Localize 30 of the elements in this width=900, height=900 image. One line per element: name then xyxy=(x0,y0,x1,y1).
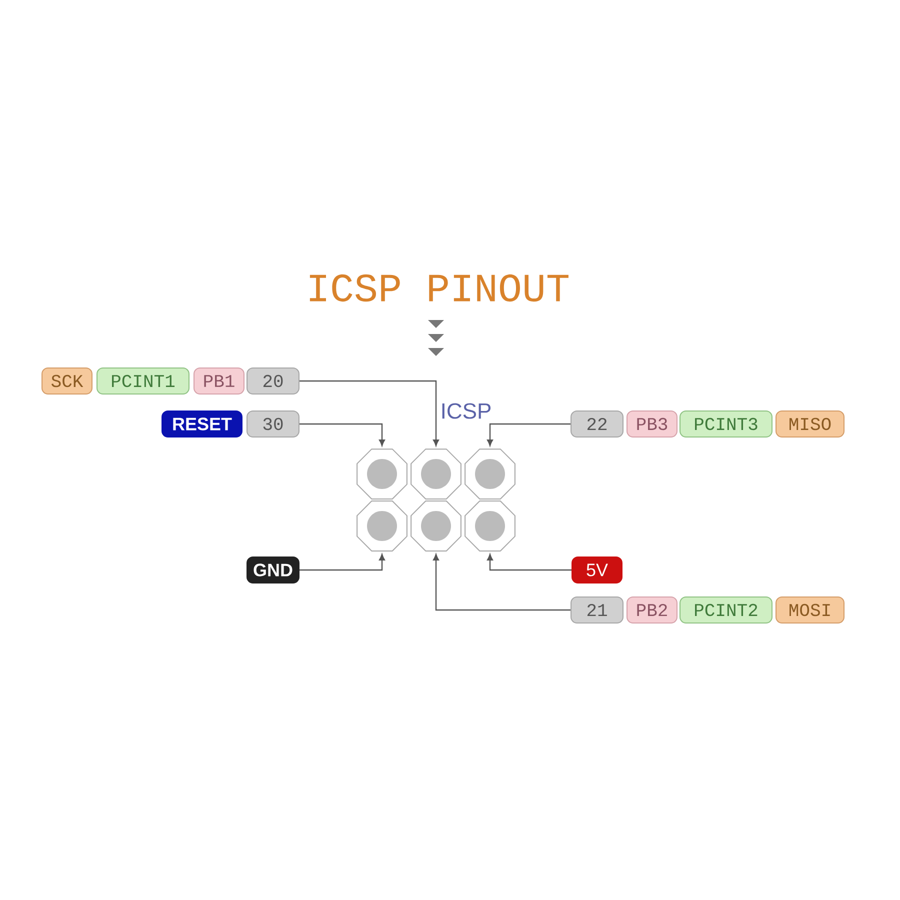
pin-pad xyxy=(464,500,516,552)
pin-pad xyxy=(464,448,516,500)
connector-line xyxy=(300,554,385,571)
pin-pad xyxy=(410,448,462,500)
connector-line xyxy=(487,554,572,571)
pill-label: PB1 xyxy=(194,368,244,394)
connector-line xyxy=(300,380,439,446)
pill-label: PCINT1 xyxy=(96,368,190,394)
pin-number-label: 22 xyxy=(570,410,624,438)
pin-label: 5V xyxy=(572,556,622,584)
pill-label: SCK xyxy=(42,368,92,394)
pin-label: RESET xyxy=(162,410,242,438)
pin-number-label: 30 xyxy=(246,410,300,438)
pill-label: MISO xyxy=(776,410,844,438)
pill-label: PCINT2 xyxy=(680,596,772,624)
pin-pad xyxy=(410,500,462,552)
pill-label: MOSI xyxy=(776,596,844,624)
connector-line xyxy=(487,423,570,446)
pill-label: PB2 xyxy=(626,596,678,624)
pin-number-label: 21 xyxy=(570,596,624,624)
connector-line xyxy=(300,423,385,446)
pin-pad xyxy=(356,500,408,552)
pin-label: GND xyxy=(246,556,300,584)
pill-label: PB3 xyxy=(626,410,678,438)
pin-pad xyxy=(356,448,408,500)
pin-number-label: 20 xyxy=(246,368,300,394)
header-label: ICSP xyxy=(442,403,491,419)
connector-line xyxy=(433,554,570,611)
title: ICSP PINOUT xyxy=(310,274,568,302)
pill-label: PCINT3 xyxy=(680,410,772,438)
